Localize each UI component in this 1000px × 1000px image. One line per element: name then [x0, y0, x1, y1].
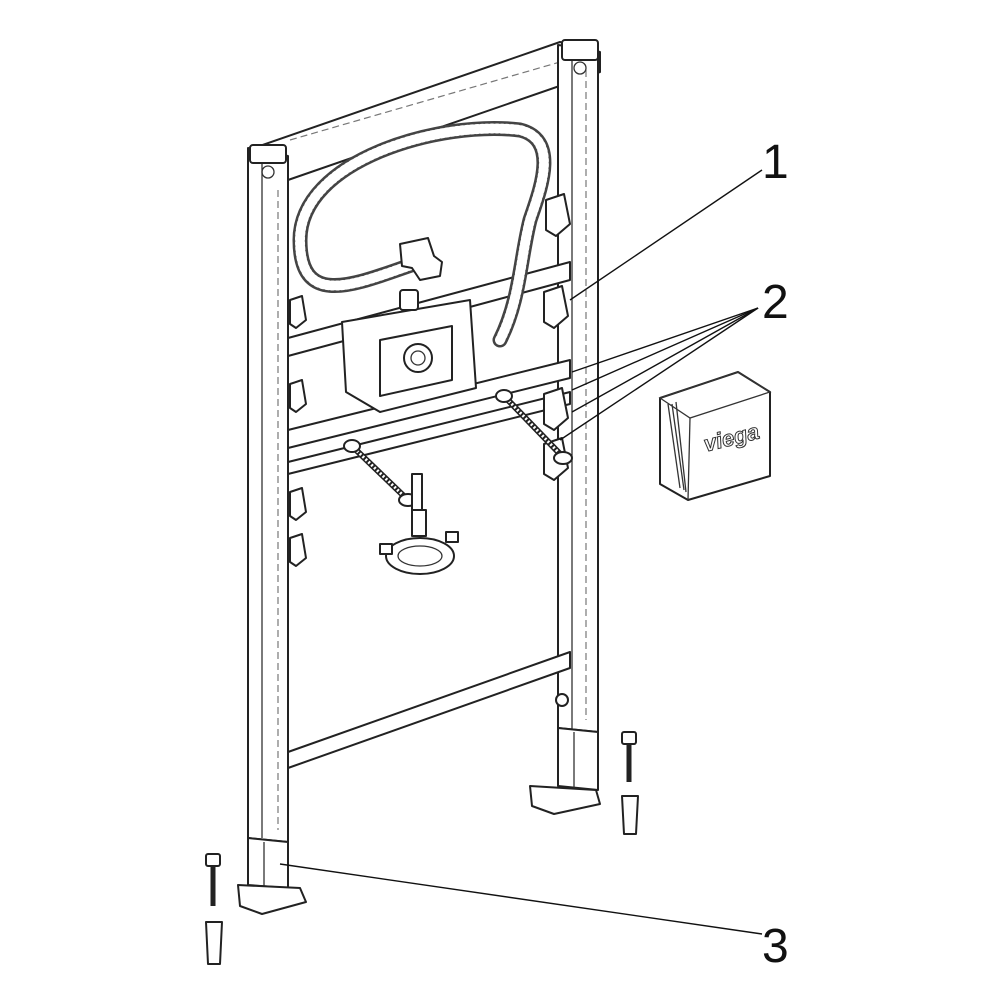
- leader-2d: [559, 307, 759, 441]
- pipe-clamp: [379, 473, 459, 575]
- screw-head-left: [205, 853, 221, 867]
- left-foot-post: [247, 837, 289, 889]
- right-foot-post: [557, 727, 599, 791]
- left-upright: [247, 147, 289, 843]
- fixing-set-left: [205, 853, 223, 965]
- valve-stub: [399, 289, 419, 311]
- left-bracket-1: [289, 295, 307, 329]
- fitting-box: [341, 237, 477, 413]
- right-bracket-2: [543, 285, 569, 329]
- pipe-clamp-ring: [385, 537, 455, 575]
- left-bracket-2: [289, 379, 307, 413]
- leader-lines: [279, 169, 763, 935]
- left-bracket-3: [289, 487, 307, 521]
- leader-1: [569, 169, 763, 301]
- template-box: viega: [658, 371, 772, 501]
- elbow-connector: [399, 237, 443, 281]
- wall-plug-left: [205, 921, 223, 965]
- wall-plug-right: [621, 795, 639, 835]
- left-top-cap: [249, 144, 287, 164]
- right-upright: [557, 44, 599, 733]
- leader-2b: [571, 307, 759, 391]
- callout-1: 1: [762, 136, 789, 189]
- left-brackets: [289, 295, 307, 567]
- right-bracket-3: [543, 387, 569, 431]
- left-foot-plate: [237, 884, 307, 915]
- valve-body: [403, 343, 433, 373]
- callout-2: 2: [762, 276, 789, 329]
- leader-3: [279, 863, 763, 935]
- leader-2a: [571, 307, 759, 373]
- right-bracket-1: [545, 193, 571, 237]
- right-top-cap: [561, 39, 599, 61]
- fixing-set-right: [621, 731, 639, 835]
- leader-2c: [571, 307, 759, 413]
- right-foot-plate: [529, 785, 601, 815]
- callout-3: 3: [762, 920, 789, 973]
- left-bracket-4: [289, 533, 307, 567]
- threaded-rods: [343, 389, 573, 507]
- flexible-hose: [292, 121, 552, 348]
- screw-head-right: [621, 731, 637, 745]
- crossbar-lower: [287, 651, 571, 769]
